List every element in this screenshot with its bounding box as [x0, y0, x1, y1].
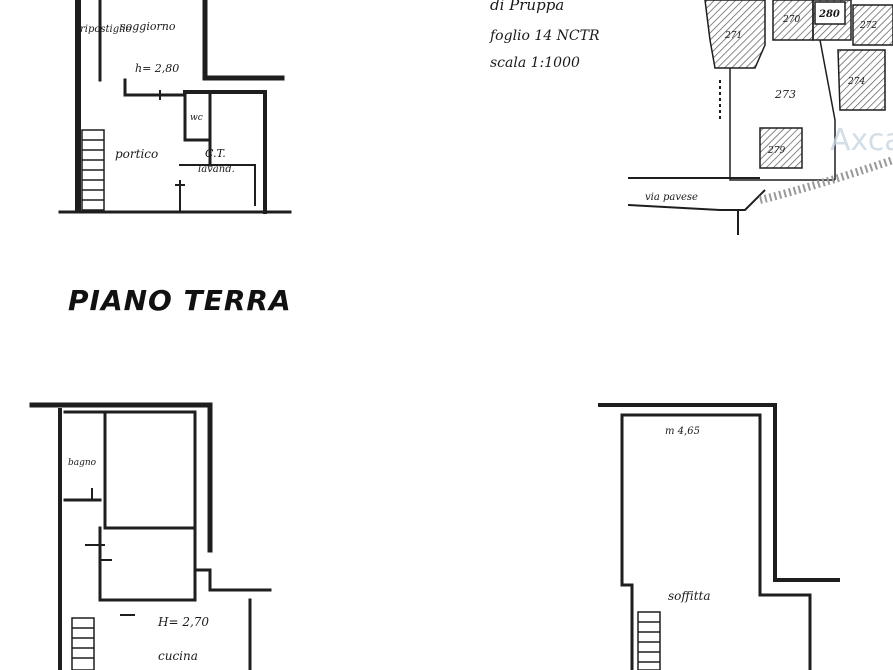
label-height-bottom-right: m 4,65 [665, 426, 700, 437]
road-label: via pavese [645, 192, 698, 203]
label-bagno: bagno [68, 458, 97, 468]
stair-symbol-bottom-left [71, 617, 95, 670]
map-sheet: foglio 14 NCTR [489, 28, 600, 44]
top-left-plan: ripostiglio soggiorno h= 2,80 wc portico… [58, 0, 292, 214]
label-ct: C.T. [205, 147, 226, 160]
cadastral-map: di Pruppa foglio 14 NCTR scala 1:1000 27… [489, 0, 893, 235]
stair-symbol-bottom-right [637, 611, 661, 670]
map-title: di Pruppa [490, 0, 564, 14]
label-height-top: h= 2,80 [135, 62, 179, 75]
bottom-right-plan: m 4,65 soffitta [598, 403, 840, 670]
stair-symbol [81, 129, 105, 211]
floor-title: PIANO TERRA [68, 284, 292, 317]
label-wc: wc [190, 113, 203, 123]
bottom-left-plan: bagno H= 2,70 cucina [29, 402, 272, 670]
parcel-280: 280 [818, 9, 840, 20]
parcel-272: 272 [859, 21, 877, 31]
label-cucina: cucina [158, 649, 198, 663]
parcel-279: 279 [767, 146, 785, 156]
parcel-270: 270 [782, 15, 800, 25]
label-portico: portico [115, 147, 158, 161]
watermark: Axcasa [830, 123, 893, 158]
label-ripostiglio: ripostiglio [80, 24, 132, 35]
label-soffitta: soffitta [668, 589, 711, 603]
parcel-271: 271 [724, 31, 742, 41]
parcel-274: 274 [847, 77, 865, 87]
parcel-273: 273 [774, 88, 796, 101]
map-scale: scala 1:1000 [490, 55, 580, 71]
label-lavanderia: lavand. [198, 164, 235, 175]
label-height-bottom-left: H= 2,70 [157, 615, 209, 629]
label-soggiorno: soggiorno [120, 20, 176, 33]
